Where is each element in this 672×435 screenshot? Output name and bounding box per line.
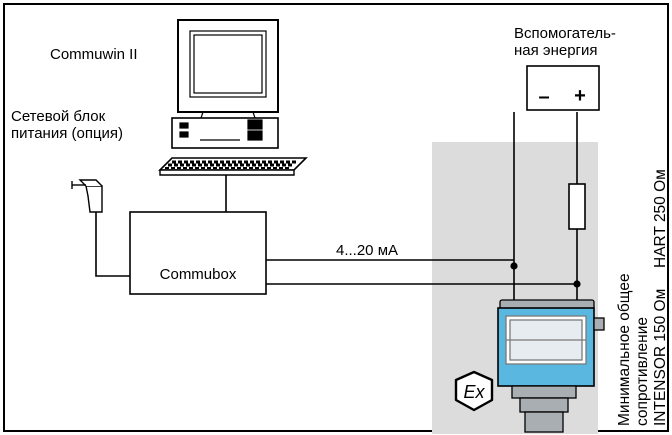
resistance-line3-left: INTENSOR 150 Ом (652, 289, 669, 426)
resistance-line2: сопротивление (634, 317, 651, 426)
commubox-box (129, 211, 267, 295)
ex-mark-icon: Ex (454, 370, 494, 412)
minus-terminal-label: – (538, 86, 549, 108)
aux-energy-box (526, 65, 600, 111)
power-unit-label-line1: Сетевой блок (11, 108, 106, 125)
power-supply-icon (71, 179, 103, 213)
commubox-label: Commubox (160, 266, 237, 283)
computer-icon (158, 19, 308, 176)
power-unit-label-line2: питания (опция) (11, 125, 123, 142)
diagram-frame (3, 3, 669, 432)
aux-energy-label-line1: Вспомогатель- (514, 25, 616, 42)
junction-dot-minus (510, 262, 518, 270)
current-signal-label: 4...20 мА (336, 242, 398, 259)
junction-dot-plus (573, 280, 581, 288)
sensor-device-icon (497, 299, 605, 433)
software-label: Commuwin II (50, 46, 138, 63)
resistance-line3-right: HART 250 Ом (652, 169, 669, 268)
resistance-line1: Минимальное общее (616, 273, 633, 426)
load-resistor (568, 183, 586, 230)
plus-terminal-label: + (574, 85, 586, 107)
aux-energy-label-line2: ная энергия (514, 42, 598, 59)
svg-text:Ex: Ex (463, 382, 485, 402)
min-resistance-note: Минимальное общее сопротивление INTENSOR… (616, 169, 669, 426)
